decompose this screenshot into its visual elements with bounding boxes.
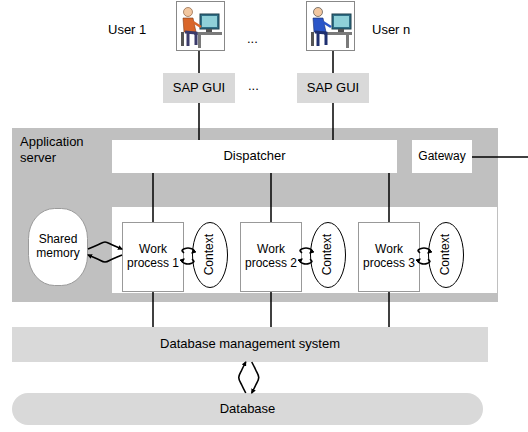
node-text: Work process 1 xyxy=(123,243,183,271)
connector-path xyxy=(270,292,272,327)
person-head xyxy=(314,8,323,17)
work-process-area xyxy=(112,207,497,293)
memory-blob xyxy=(29,209,88,286)
node-text: Context xyxy=(439,234,453,275)
monitor-screen xyxy=(334,16,349,27)
process-box: Dispatcher xyxy=(112,140,397,173)
process-box: Gateway xyxy=(412,140,472,173)
annotation-label: ... xyxy=(247,31,258,46)
connector-line xyxy=(153,173,154,222)
process-box: SAP GUI xyxy=(297,73,369,103)
monitor-stand xyxy=(338,29,344,32)
node-text: Work process 2 xyxy=(241,243,301,271)
chair xyxy=(311,32,314,46)
connector-line xyxy=(271,292,272,327)
person-arm xyxy=(193,22,201,27)
node-text: Context xyxy=(321,234,335,275)
node-text: Gateway xyxy=(416,150,467,164)
user-link-line xyxy=(198,51,200,73)
context-oval xyxy=(193,223,228,288)
person-body xyxy=(183,18,196,32)
exchange-arrows xyxy=(239,362,259,393)
connector-path xyxy=(152,292,154,327)
person-head xyxy=(184,8,193,17)
node-text: Work process 3 xyxy=(359,243,419,271)
icon-frame xyxy=(177,2,225,51)
process-box: Work process 1 xyxy=(122,222,184,292)
node-text: Dispatcher xyxy=(221,149,287,164)
connector-line xyxy=(153,292,154,327)
process-box: Work process 3 xyxy=(358,222,420,292)
connector-line xyxy=(389,173,390,222)
exchange-arc xyxy=(252,362,259,393)
person-legs xyxy=(185,32,196,46)
connector-line xyxy=(271,173,272,222)
exchange-arc xyxy=(239,362,246,393)
person-body xyxy=(313,18,326,32)
desk-leg xyxy=(198,35,201,48)
monitor-screen xyxy=(202,16,217,27)
monitor-stand xyxy=(206,29,212,32)
person-arm xyxy=(323,22,331,27)
shape-node: Shared memory xyxy=(28,208,88,286)
shape-node: Context xyxy=(192,222,228,288)
connector-path xyxy=(198,103,200,140)
connector-line xyxy=(199,103,200,140)
process-box: Work process 2 xyxy=(240,222,302,292)
connector-path xyxy=(388,173,390,222)
node-text: Database xyxy=(218,402,278,417)
annotation-label: User 1 xyxy=(108,22,146,37)
chair xyxy=(181,32,184,46)
connector-path xyxy=(332,103,334,140)
database-pill xyxy=(12,393,483,425)
context-oval xyxy=(429,223,464,288)
annotation-label: User n xyxy=(372,22,410,37)
person-legs xyxy=(315,32,326,46)
user-link-line xyxy=(332,51,334,73)
gateway-wire xyxy=(472,156,528,158)
connector-path xyxy=(152,173,154,222)
connector-path xyxy=(270,173,272,222)
shape-node: Context xyxy=(310,222,346,288)
connector-line xyxy=(333,103,334,140)
node-text: Shared memory xyxy=(28,233,88,261)
node-text: SAP GUI xyxy=(305,81,362,96)
node-text: Database management system xyxy=(158,337,342,352)
shape-node: Database xyxy=(12,393,483,425)
process-box: Database management system xyxy=(12,327,488,362)
context-oval xyxy=(311,223,346,288)
icon-frame xyxy=(307,2,355,51)
node-text: Context xyxy=(203,234,217,275)
monitor xyxy=(200,14,219,29)
annotation-label: ... xyxy=(248,78,259,93)
desk-leg xyxy=(346,35,349,48)
connector-line xyxy=(389,292,390,327)
desk xyxy=(194,32,222,35)
desk xyxy=(324,32,352,35)
connector-path xyxy=(388,292,390,327)
node-text: SAP GUI xyxy=(171,81,228,96)
shape-node: Context xyxy=(428,222,464,288)
node-text: Application server xyxy=(20,134,100,165)
process-box: SAP GUI xyxy=(163,73,235,103)
monitor xyxy=(332,14,351,29)
user-icon xyxy=(307,2,355,51)
user-icon xyxy=(177,2,225,51)
